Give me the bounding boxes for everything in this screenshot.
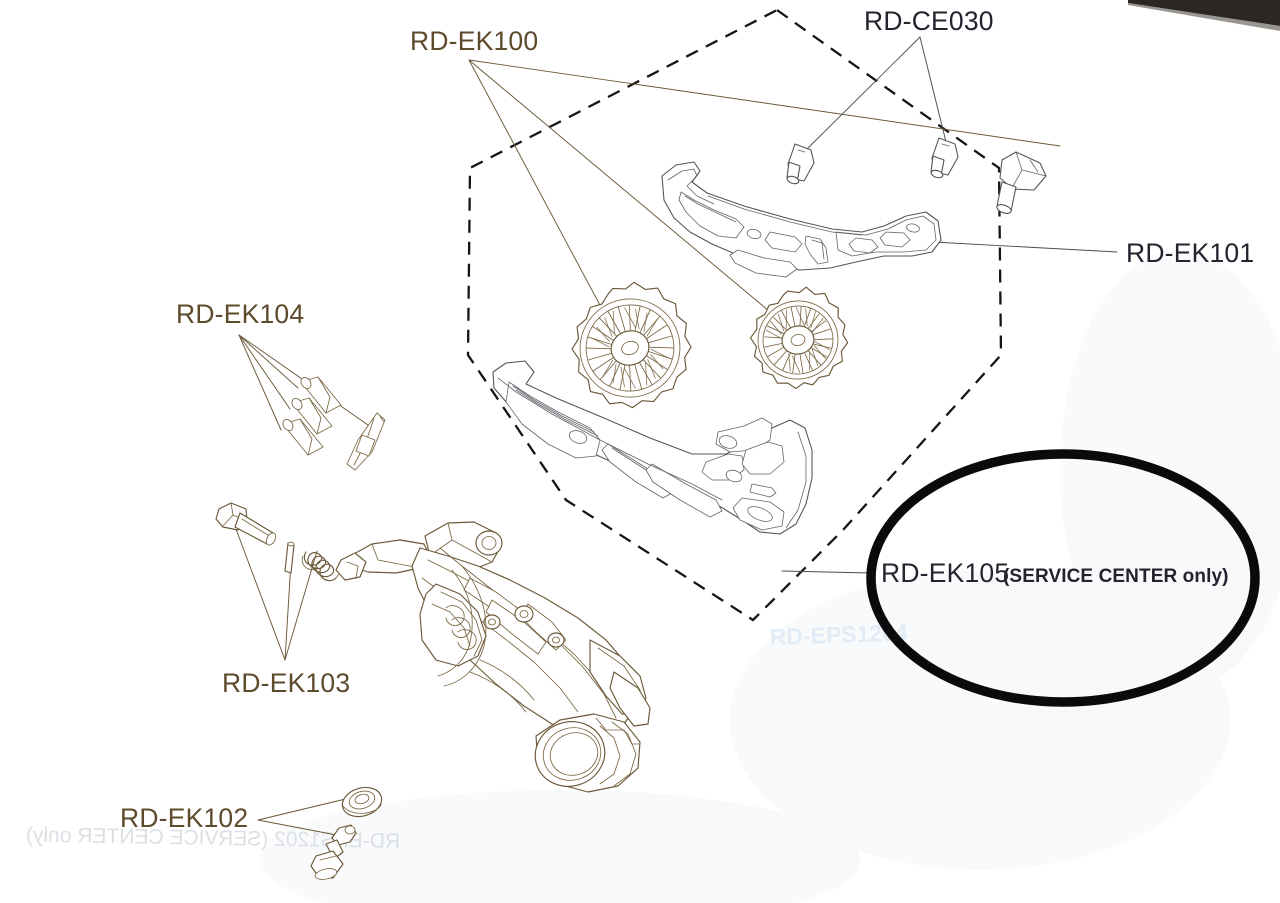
label-rd-ek103: RD-EK103 (222, 668, 350, 698)
cage-bolt-left (786, 143, 815, 185)
inner-cage-plate (661, 161, 942, 278)
rd-ek103-parts (215, 502, 342, 582)
pulley-bolt-right (996, 151, 1047, 214)
label-rd-ce030: RD-CE030 (864, 6, 994, 36)
label-rd-ek105-note: (SERVICE CENTER only) (1003, 566, 1229, 587)
scan-edge-shadow (1128, 0, 1280, 31)
outer-cage-plate (492, 360, 813, 535)
pin-3 (282, 418, 324, 456)
leader-lines-rd-ek100 (468, 59, 1061, 353)
stud-bolt (310, 824, 357, 880)
rd-ek104-parts (282, 376, 386, 471)
rd-ek102-parts (310, 786, 383, 880)
label-rd-ek105: RD-EK105 (881, 558, 1009, 588)
slim-link (346, 412, 386, 471)
leader-line-rd-ek101 (932, 241, 1118, 253)
pin-2 (291, 397, 333, 435)
pin-1 (300, 376, 342, 414)
label-rd-ek104: RD-EK104 (176, 299, 304, 329)
label-rd-ek101: RD-EK101 (1126, 238, 1254, 268)
small-pin (284, 541, 295, 574)
cage-bolt-right (930, 137, 959, 179)
label-rd-ek102: RD-EK102 (120, 803, 248, 833)
leader-lines-rd-ce030 (800, 36, 948, 156)
label-rd-ek100: RD-EK100 (410, 26, 538, 56)
cage-assembly-boundary (466, 8, 1003, 622)
derailleur-body (335, 521, 651, 793)
washer-ring (341, 786, 383, 818)
pulley-right (749, 286, 849, 390)
pulley-left (571, 281, 692, 409)
leader-line-rd-ek105 (781, 570, 871, 574)
rd-ek105-highlight-ellipse (866, 449, 1260, 707)
hex-bolt (215, 502, 277, 546)
